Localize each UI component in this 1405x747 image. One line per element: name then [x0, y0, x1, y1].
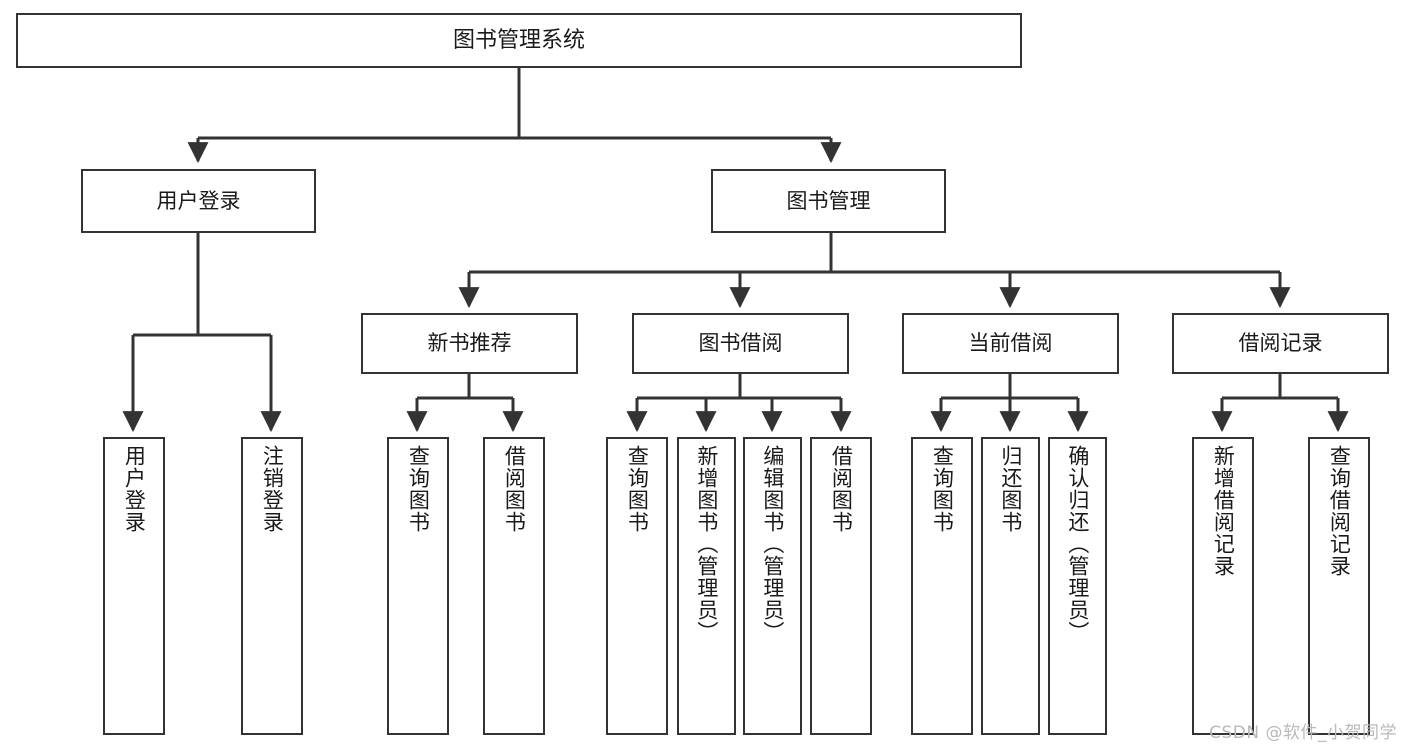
- node-book-borrow-label: 图书借阅: [698, 331, 783, 356]
- node-leaf-return-book-label: 归还图书: [998, 445, 1023, 533]
- node-leaf-query-record-label: 查询借阅记录: [1327, 445, 1352, 577]
- node-leaf-confirm-return[interactable]: 确认归还（管理员）: [1048, 437, 1107, 735]
- node-leaf-user-login[interactable]: 用户登录: [103, 437, 165, 735]
- node-leaf-edit-book[interactable]: 编辑图书（管理员）: [743, 437, 802, 735]
- node-leaf-query-book-2-label: 查询图书: [625, 445, 650, 533]
- node-new-book-recommend-label: 新书推荐: [427, 331, 512, 356]
- node-leaf-query-book-1-label: 查询图书: [406, 445, 431, 533]
- node-leaf-borrow-book-1-label: 借阅图书: [502, 445, 527, 533]
- node-leaf-add-record-label: 新增借阅记录: [1211, 445, 1236, 577]
- node-leaf-borrow-book-2-label: 借阅图书: [829, 445, 854, 533]
- node-leaf-add-book-label: 新增图书（管理员）: [694, 445, 719, 643]
- node-root-label: 图书管理系统: [452, 27, 585, 53]
- node-user-login[interactable]: 用户登录: [81, 169, 316, 233]
- node-book-manage-label: 图书管理: [786, 188, 871, 213]
- node-leaf-return-book[interactable]: 归还图书: [981, 437, 1040, 735]
- node-leaf-user-logout-label: 注销登录: [260, 445, 285, 533]
- node-leaf-query-book-1[interactable]: 查询图书: [387, 437, 449, 735]
- node-leaf-query-book-3-label: 查询图书: [930, 445, 955, 533]
- csdn-watermark: CSDN @软件_小贺同学: [1209, 723, 1397, 743]
- node-leaf-user-logout[interactable]: 注销登录: [241, 437, 303, 735]
- node-leaf-add-book[interactable]: 新增图书（管理员）: [677, 437, 736, 735]
- node-leaf-user-login-label: 用户登录: [122, 445, 147, 533]
- node-leaf-confirm-return-label: 确认归还（管理员）: [1065, 445, 1090, 643]
- node-leaf-query-book-3[interactable]: 查询图书: [911, 437, 973, 735]
- node-leaf-borrow-book-1[interactable]: 借阅图书: [483, 437, 545, 735]
- node-borrow-record-label: 借阅记录: [1238, 331, 1323, 356]
- node-leaf-add-record[interactable]: 新增借阅记录: [1192, 437, 1254, 735]
- node-leaf-query-book-2[interactable]: 查询图书: [606, 437, 668, 735]
- node-leaf-borrow-book-2[interactable]: 借阅图书: [810, 437, 872, 735]
- node-current-borrow-label: 当前借阅: [968, 331, 1053, 356]
- node-borrow-record[interactable]: 借阅记录: [1172, 313, 1389, 374]
- node-leaf-query-record[interactable]: 查询借阅记录: [1308, 437, 1370, 735]
- node-book-manage[interactable]: 图书管理: [711, 169, 946, 233]
- node-new-book-recommend[interactable]: 新书推荐: [361, 313, 578, 374]
- node-book-borrow[interactable]: 图书借阅: [632, 313, 849, 374]
- node-current-borrow[interactable]: 当前借阅: [902, 313, 1119, 374]
- node-leaf-edit-book-label: 编辑图书（管理员）: [760, 445, 785, 643]
- node-root[interactable]: 图书管理系统: [16, 13, 1022, 68]
- node-user-login-label: 用户登录: [156, 188, 241, 213]
